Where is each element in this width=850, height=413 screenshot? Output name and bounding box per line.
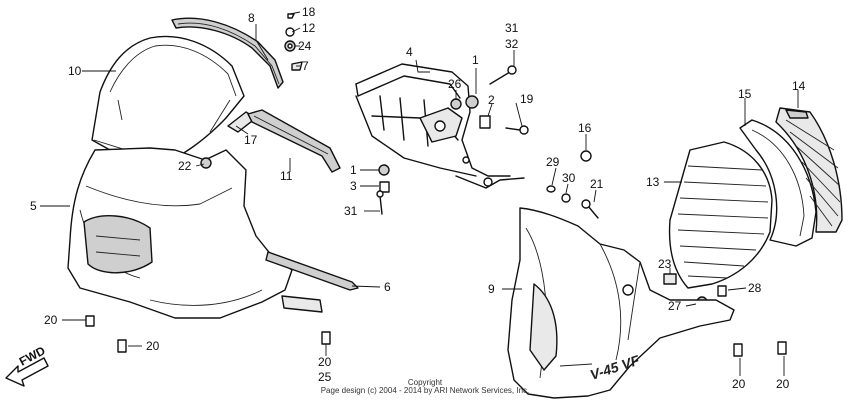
callout-20-a: 20 (44, 313, 58, 327)
frame-15 (739, 119, 817, 247)
copyright-line-2: Page design (c) 2004 - 2014 by ARI Netwo… (320, 386, 530, 395)
callout-31-a: 31 (505, 21, 519, 35)
callout-17: 17 (244, 133, 258, 147)
trim-strip-8 (171, 17, 284, 89)
callout-26: 26 (448, 77, 462, 91)
callout-13: 13 (646, 175, 660, 189)
copyright-line-1: Copyright (407, 378, 443, 387)
hardware (85, 13, 787, 357)
callout-29: 29 (546, 155, 560, 169)
callout-20-c: 20 (318, 355, 332, 369)
callout-6: 6 (384, 280, 391, 294)
leader-lines (40, 11, 799, 376)
lower-cowl-9 (507, 207, 735, 399)
callout-18: 18 (302, 5, 316, 19)
callout-20-d: 20 (732, 377, 746, 391)
callout-4: 4 (406, 45, 413, 59)
callout-12: 12 (302, 21, 316, 35)
callout-19: 19 (520, 92, 534, 106)
cowl-stay-4 (355, 63, 525, 189)
grille-13 (668, 141, 773, 289)
callout-24: 24 (298, 39, 312, 53)
callout-25: 25 (318, 370, 332, 384)
trim-strip-6 (265, 251, 359, 291)
callout-30: 30 (562, 171, 576, 185)
callout-3: 3 (350, 179, 357, 193)
callout-8: 8 (248, 11, 255, 25)
windscreen-10 (91, 35, 245, 167)
upper-cowl-5 (67, 147, 323, 319)
callout-31-b: 31 (344, 204, 358, 218)
callout-9: 9 (488, 282, 495, 296)
callout-22: 22 (178, 159, 192, 173)
callout-11: 11 (280, 169, 293, 183)
screen-14 (775, 107, 843, 233)
callout-32: 32 (505, 37, 519, 51)
callout-15: 15 (738, 87, 752, 101)
callout-28: 28 (748, 281, 762, 295)
callout-1-b: 1 (350, 163, 357, 177)
callout-14: 14 (792, 79, 806, 93)
callout-23: 23 (658, 257, 672, 271)
callout-20-e: 20 (776, 377, 790, 391)
callout-10: 10 (68, 64, 82, 78)
callout-27: 27 (668, 299, 682, 313)
callout-5: 5 (30, 199, 37, 213)
callout-2: 2 (488, 93, 495, 107)
fwd-arrow-icon: FWD (5, 343, 49, 387)
callout-16: 16 (578, 121, 592, 135)
callout-1-a: 1 (472, 53, 479, 67)
strip-11 (247, 109, 341, 173)
callout-21: 21 (590, 177, 604, 191)
callout-20-b: 20 (146, 339, 160, 353)
callout-7: 7 (302, 59, 309, 73)
callout-numbers: 18 12 24 7 8 10 17 22 11 5 6 20 20 20 25… (30, 5, 806, 391)
